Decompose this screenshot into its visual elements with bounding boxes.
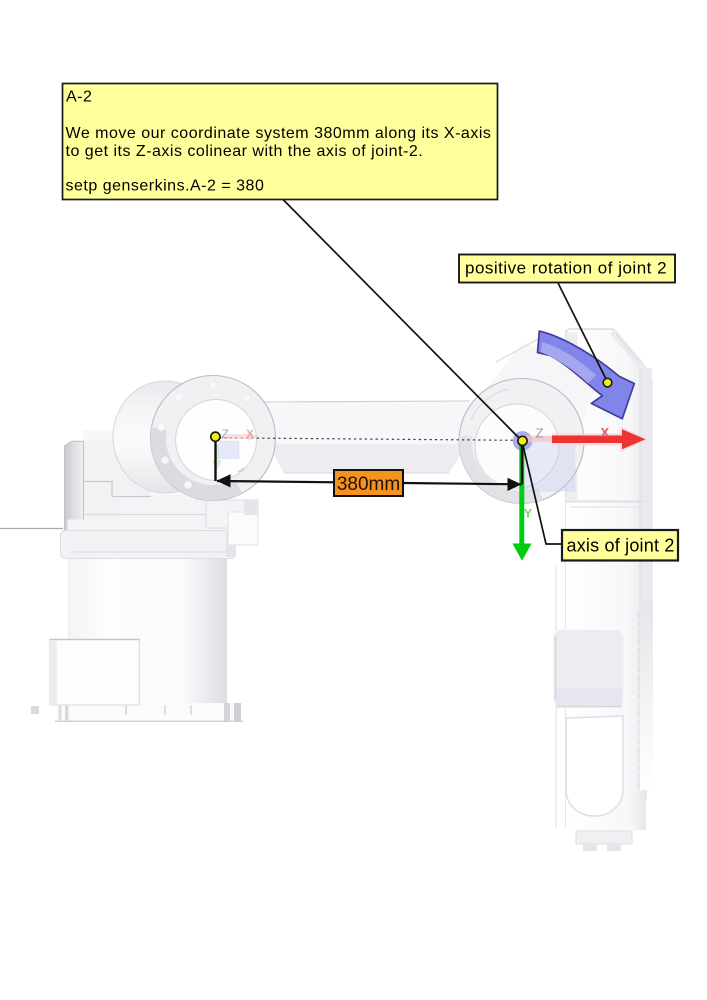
svg-text:X: X	[601, 425, 610, 440]
svg-text:A-2: A-2	[66, 89, 92, 106]
svg-text:Y: Y	[524, 507, 532, 521]
svg-text:Z: Z	[222, 427, 229, 441]
svg-text:X: X	[246, 427, 254, 441]
svg-text:380mm: 380mm	[337, 474, 400, 495]
svg-text:axis of joint 2: axis of joint 2	[567, 536, 675, 556]
svg-text:Z: Z	[536, 426, 544, 441]
svg-text:to get its Z-axis colinear wit: to get its Z-axis colinear with the axis…	[66, 143, 424, 160]
svg-text:We move our coordinate system: We move our coordinate system 380mm alon…	[66, 125, 492, 142]
svg-text:positive rotation of joint 2: positive rotation of joint 2	[465, 259, 667, 278]
svg-text:setp genserkins.A-2 = 380: setp genserkins.A-2 = 380	[66, 178, 265, 195]
